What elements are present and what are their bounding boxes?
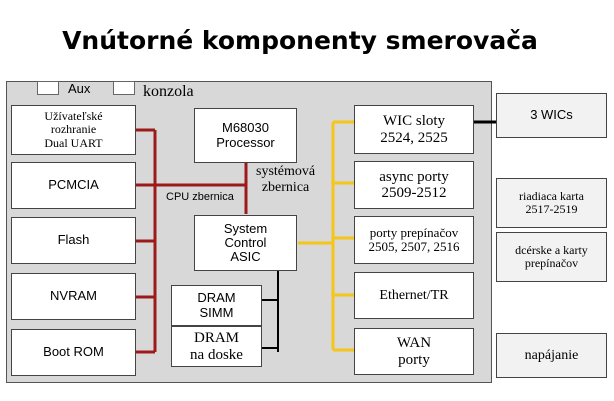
system-bus-lines [298, 120, 354, 352]
asic-line-2: Control [224, 234, 267, 250]
console-port-icon [113, 81, 135, 95]
control-card-line-2: 2517-2519 [525, 202, 578, 216]
wics-box: 3 WICs [496, 93, 607, 138]
switch-ports-box: porty prepínačov 2505, 2507, 2516 [354, 216, 474, 264]
processor-line-1: M68030 [222, 120, 269, 136]
ethernet-box: Ethernet/TR [354, 272, 474, 319]
control-card-line-1: riadiaca karta [519, 188, 584, 203]
daughter-line-1: dcérske a karty [515, 242, 588, 257]
dram-simm-line-2: SIMM [199, 304, 234, 320]
processor-line-2: Processor [216, 134, 275, 150]
wan-line-1: WAN [396, 335, 432, 351]
system-bus-line-2: zbernica [261, 180, 310, 196]
nvram-box: NVRAM [11, 273, 136, 320]
dram-board-box: DRAM na doske [171, 326, 262, 367]
dram-board-line-2: na doske [190, 346, 243, 363]
flash-box: Flash [11, 217, 136, 264]
async-line-2: 2509-2512 [381, 185, 447, 201]
uart-line-3: Dual UART [44, 135, 103, 150]
async-line-1: async porty [379, 168, 449, 185]
boot-rom-box: Boot ROM [11, 329, 136, 376]
aux-label: Aux [68, 81, 91, 96]
uart-line-2: rozhranie [50, 122, 97, 137]
dram-simm-line-1: DRAM [197, 290, 236, 306]
wic-line-2: 2524, 2525 [380, 129, 448, 146]
aux-port-icon [37, 81, 59, 95]
dram-board-line-1: DRAM [193, 330, 239, 346]
processor-box: M68030 Processor [194, 108, 297, 163]
wic-line-1: WIC sloty [382, 113, 446, 129]
dram-lines [262, 270, 279, 352]
wan-line-2: porty [398, 351, 430, 368]
dram-simm-box: DRAM SIMM [171, 285, 262, 326]
wic-slots-box: WIC sloty 2524, 2525 [354, 105, 474, 154]
system-bus-label: systémová zbernica [256, 164, 315, 196]
daughter-line-2: prepínačov [524, 256, 579, 270]
daughter-cards-box: dcérske a karty prepínačov [496, 232, 607, 282]
uart-line-1: Užívateľské [44, 109, 103, 124]
pcmcia-box: PCMCIA [11, 162, 136, 209]
wan-ports-box: WAN porty [354, 328, 474, 375]
console-label: konzola [143, 83, 194, 100]
system-bus-line-1: systémová [256, 164, 316, 179]
cpu-bus-label: CPU zbernica [166, 191, 234, 203]
power-box: napájanie [496, 333, 607, 378]
diagram-title: Vnútorné komponenty smerovača [62, 26, 538, 55]
async-ports-box: async porty 2509-2512 [354, 161, 474, 209]
asic-line-1: System [223, 220, 268, 236]
control-card-box: riadiaca karta 2517-2519 [496, 178, 607, 228]
cpu-bus-lines [136, 128, 248, 354]
dual-uart-box: Užívateľské rozhranie Dual UART [11, 105, 136, 155]
system-asic-box: System Control ASIC [194, 215, 297, 271]
asic-line-3: ASIC [230, 249, 261, 265]
switch-line-1: porty prepínačov [369, 224, 459, 240]
switch-line-2: 2505, 2507, 2516 [368, 239, 460, 254]
